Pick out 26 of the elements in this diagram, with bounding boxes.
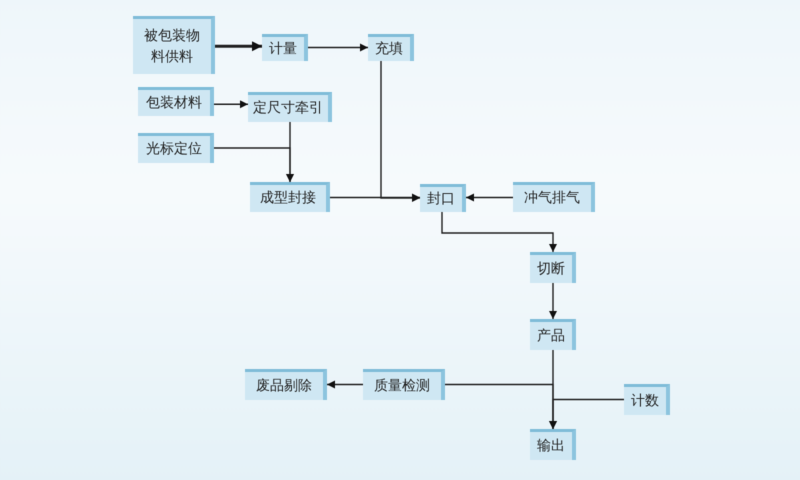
- process-box: 废品剔除: [245, 369, 327, 400]
- arrow: [286, 122, 294, 182]
- arrow: [215, 41, 262, 52]
- arrow: [441, 212, 557, 252]
- arrow: [214, 100, 248, 108]
- process-box: 冲气排气: [513, 182, 595, 212]
- arrow: [466, 194, 513, 202]
- process-box: 切断: [530, 252, 576, 283]
- process-box: 光标定位: [138, 133, 214, 163]
- process-box: 充填: [368, 34, 414, 61]
- process-box: 被包装物料供料: [133, 16, 215, 74]
- arrow: [380, 61, 420, 202]
- process-box: 质量检测: [363, 369, 445, 400]
- arrow: [308, 44, 368, 52]
- process-box: 成型封接: [250, 182, 330, 212]
- process-box: 定尺寸牵引: [248, 92, 332, 122]
- process-box: 计数: [624, 384, 670, 415]
- process-box: 产品: [530, 319, 576, 350]
- arrow: [549, 283, 557, 319]
- process-box: 包装材料: [138, 87, 214, 116]
- process-box: 封口: [420, 184, 466, 212]
- process-box: 输出: [530, 429, 576, 460]
- arrow: [330, 194, 420, 202]
- process-box: 计量: [262, 34, 308, 61]
- arrow: [549, 398, 624, 429]
- arrow: [327, 380, 363, 388]
